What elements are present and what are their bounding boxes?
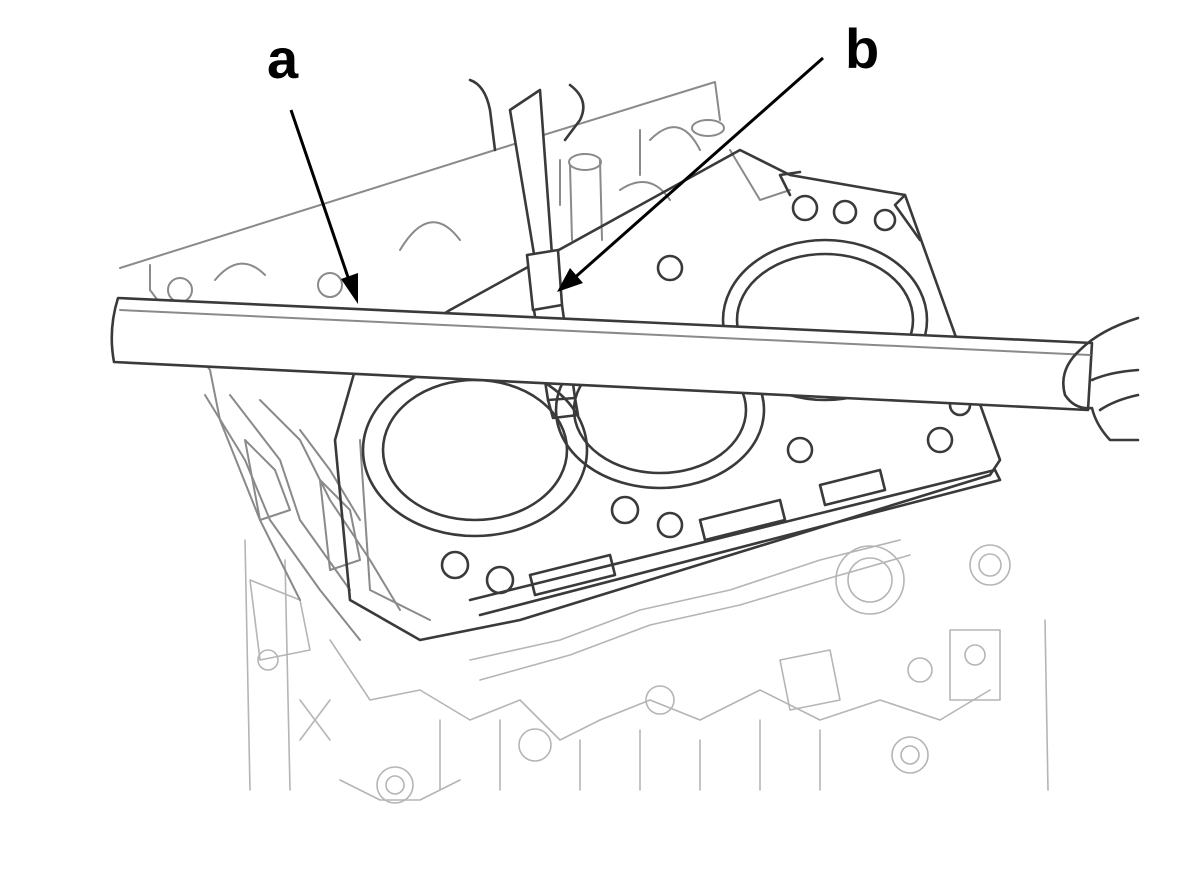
callout-label-a: a <box>267 27 299 90</box>
callout-label-b: b <box>845 17 879 80</box>
callout-leader-b <box>557 56 824 292</box>
engine-block-side-icon <box>119 149 496 641</box>
hand-right-icon <box>1062 316 1140 442</box>
cylinder-deck-icon <box>333 148 1002 642</box>
straight-edge-icon <box>110 296 1094 412</box>
feeler-gauge-icon <box>468 78 585 420</box>
engine-block-lower-icon <box>244 539 1049 804</box>
callout-leader-a <box>289 109 358 304</box>
